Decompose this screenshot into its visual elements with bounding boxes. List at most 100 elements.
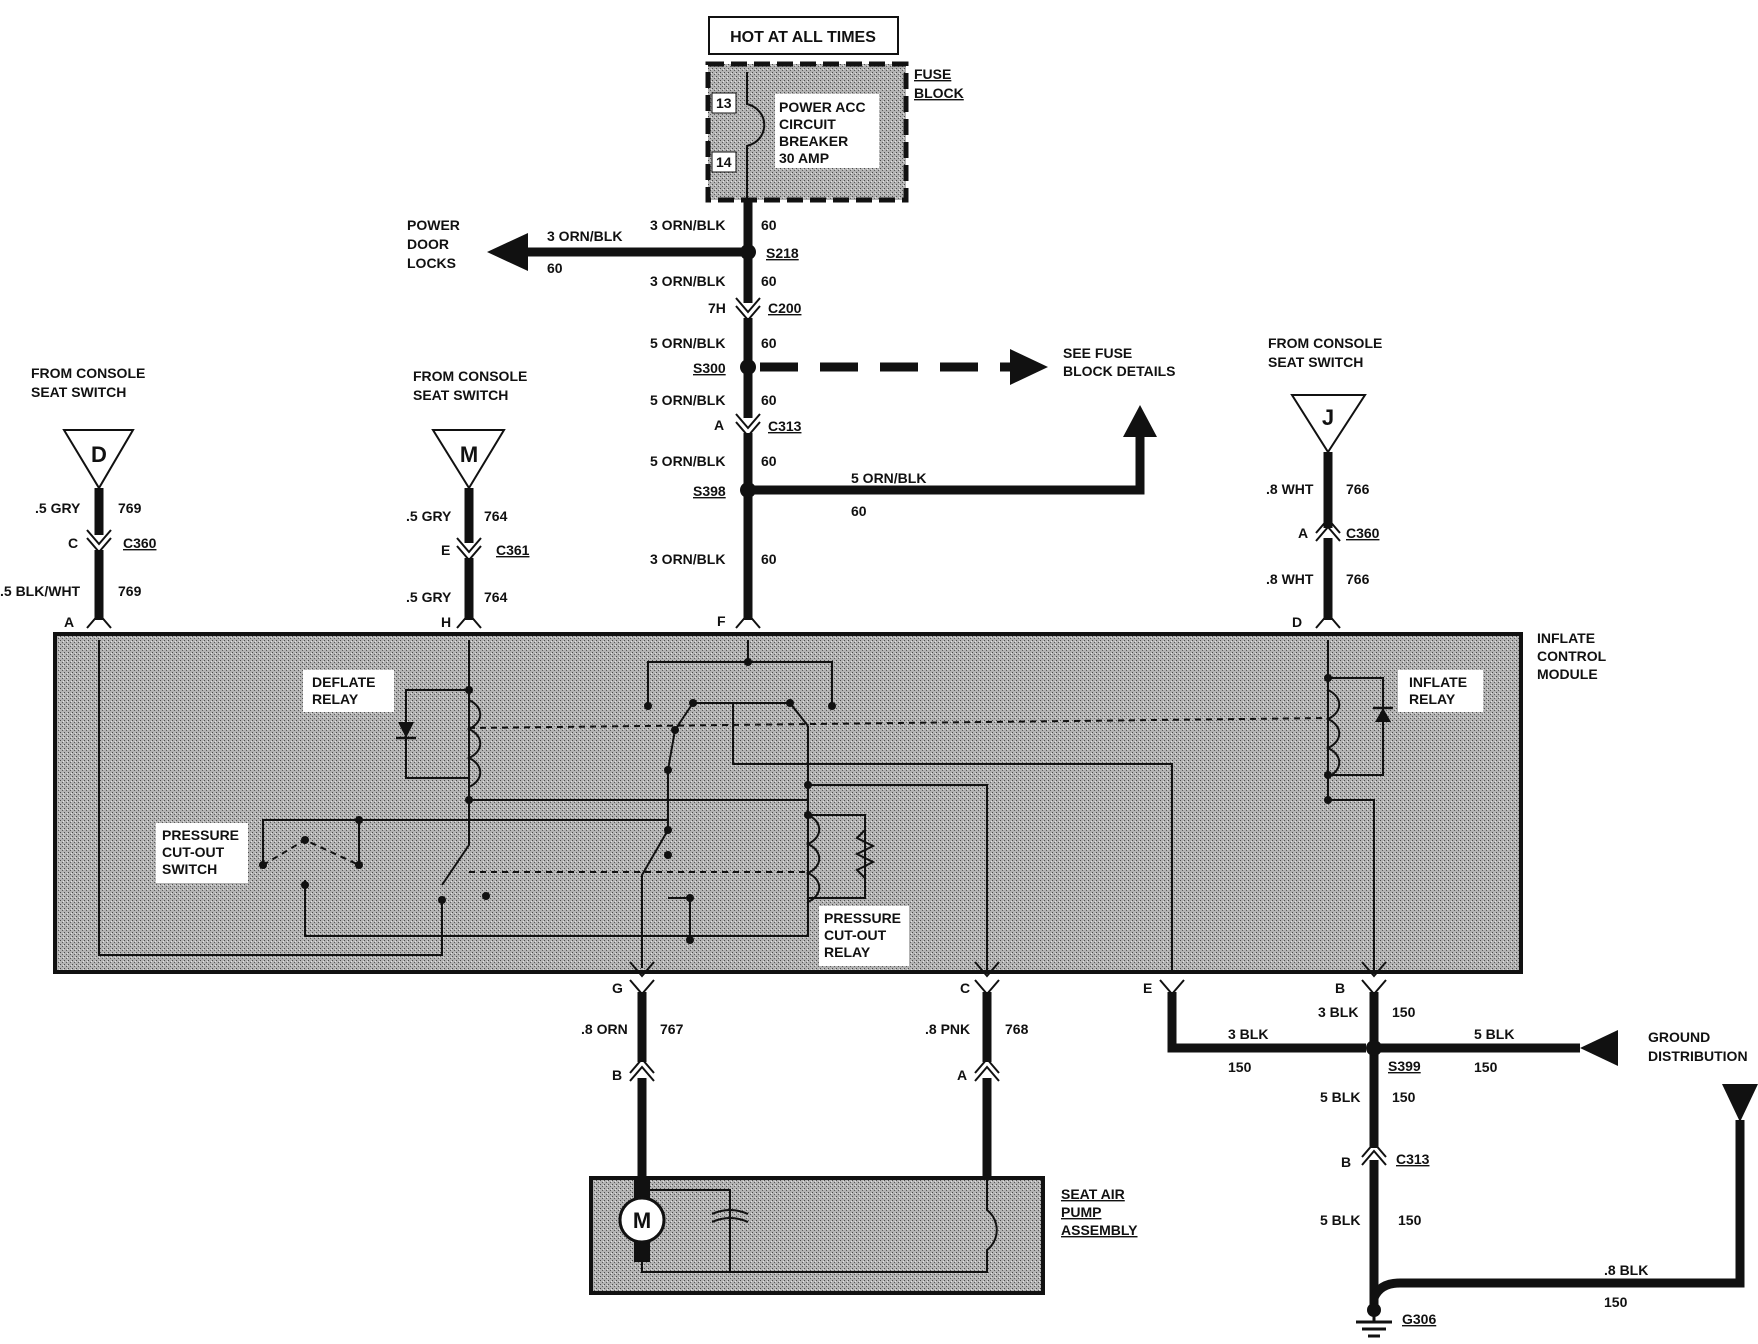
module-pin-d: D	[1292, 614, 1302, 630]
deflate-diode-icon	[398, 722, 414, 738]
power-door-locks-2: DOOR	[407, 236, 449, 252]
input-j-conn-pin: A	[1298, 525, 1308, 541]
capacitor-icon	[711, 1209, 749, 1215]
input-j-from-2: SEAT SWITCH	[1268, 354, 1363, 370]
connector-c313-top: C313	[768, 418, 802, 434]
seat-air-pump-assembly: M	[589, 1176, 1045, 1295]
input-m-wire-bottom-label: .5 GRY	[406, 589, 452, 605]
ground-dist-1: GROUND	[1648, 1029, 1710, 1045]
module-pin-g-icon	[629, 979, 655, 996]
seg1-wire: 3 ORN/BLK	[650, 217, 725, 233]
fuse-block: 13 14 POWER ACC CIRCUIT BREAKER 30 AMP	[705, 61, 909, 208]
input-m-wire-top-label: .5 GRY	[406, 508, 452, 524]
seg5-circuit: 60	[761, 453, 777, 469]
pump-pin-a-icon	[974, 1057, 1000, 1074]
power-door-locks-1: POWER	[407, 217, 460, 233]
output-c-circuit: 768	[1005, 1021, 1029, 1037]
module-pin-e: E	[1143, 980, 1152, 996]
input-m-circuit-top: 764	[484, 508, 508, 524]
input-d-connector-icon	[86, 529, 112, 546]
splice-s300: S300	[693, 360, 726, 376]
input-j-circuit-bottom: 766	[1346, 571, 1370, 587]
pressure-switch-label-2: CUT-OUT	[162, 844, 225, 860]
connector-c200: C200	[768, 300, 802, 316]
relay-linkage-top	[468, 717, 1329, 729]
arrow-left-icon	[487, 233, 528, 271]
ground-triangle-icon	[1722, 1084, 1758, 1122]
module-name-1: INFLATE	[1537, 630, 1595, 646]
module-junction-dots	[259, 658, 1332, 944]
pressure-relay-label-1: PRESSURE	[824, 910, 901, 926]
module-internal-circuit	[98, 640, 1384, 970]
fuse-pin-14: 14	[716, 154, 732, 170]
input-j-triangle-icon	[1290, 394, 1367, 454]
input-j-letter: J	[1322, 405, 1334, 430]
module-pin-d-icon	[1315, 612, 1341, 629]
pump-label-3: ASSEMBLY	[1061, 1222, 1138, 1238]
fuse-block-label-1: FUSE	[914, 66, 951, 82]
connector-c200-icon	[735, 297, 761, 314]
output-e-circuit: 150	[1228, 1059, 1252, 1075]
ground-right-circuit: 150	[1474, 1059, 1498, 1075]
ground-right-wire: 5 BLK	[1474, 1026, 1514, 1042]
input-d-from-1: FROM CONSOLE	[31, 365, 145, 381]
see-fuse-2: BLOCK DETAILS	[1063, 363, 1176, 379]
input-m-connector: C361	[496, 542, 530, 558]
module-pin-a: A	[64, 614, 74, 630]
input-m-connector-icon	[456, 537, 482, 554]
seg4-wire: 5 ORN/BLK	[650, 392, 725, 408]
pressure-relay-coil-icon	[805, 814, 821, 903]
c200-pin: 7H	[708, 300, 726, 316]
ground-seg-a-wire: 5 BLK	[1320, 1089, 1360, 1105]
module-name-3: MODULE	[1537, 666, 1598, 682]
input-d-conn-pin: C	[68, 535, 78, 551]
splice-s398: S398	[693, 483, 726, 499]
ground-circuit-label: 150	[1604, 1294, 1628, 1310]
inflate-diode-icon	[1375, 708, 1391, 722]
inflate-relay-label-2: RELAY	[1409, 691, 1456, 707]
input-m-from-2: SEAT SWITCH	[413, 387, 508, 403]
output-g-wire-label: .8 ORN	[581, 1021, 628, 1037]
seg4-circuit: 60	[761, 392, 777, 408]
input-d-triangle-icon	[62, 429, 135, 490]
splice-s300-dot	[740, 359, 756, 375]
seg6-wire: 3 ORN/BLK	[650, 551, 725, 567]
ground-point-g306: G306	[1402, 1311, 1436, 1327]
deflate-relay-label-1: DEFLATE	[312, 674, 376, 690]
output-c-wire-label: .8 PNK	[925, 1021, 970, 1037]
input-m-circuit-bottom: 764	[484, 589, 508, 605]
input-d-connector: C360	[123, 535, 157, 551]
module-pin-a-icon	[86, 612, 112, 629]
module-pin-f-icon	[735, 612, 761, 629]
breaker-label-2: CIRCUIT	[779, 116, 836, 132]
splice-s399: S399	[1388, 1058, 1421, 1074]
pump-pin-b: B	[612, 1067, 622, 1083]
branch-right-wire	[752, 436, 1145, 495]
input-j-wire-bottom-label: .8 WHT	[1266, 571, 1314, 587]
pressure-relay-label-2: CUT-OUT	[824, 927, 887, 943]
ground-seg-b-wire: 5 BLK	[1320, 1212, 1360, 1228]
pressure-switch-label-3: SWITCH	[162, 861, 217, 877]
seg2-wire: 3 ORN/BLK	[650, 273, 725, 289]
branch-right-wire-label: 5 ORN/BLK	[851, 470, 926, 486]
ground-symbol-icon	[1356, 1303, 1392, 1338]
branch-left-wire-label: 3 ORN/BLK	[547, 228, 622, 244]
input-d-from-2: SEAT SWITCH	[31, 384, 126, 400]
c313-pin-top: A	[714, 417, 724, 433]
deflate-relay-label-2: RELAY	[312, 691, 359, 707]
module-pin-g: G	[612, 980, 623, 996]
inflate-relay-coil-icon	[1325, 689, 1341, 778]
input-j-connector-icon	[1315, 517, 1341, 534]
pump-pin-b-icon	[629, 1057, 655, 1074]
module-pin-e-icon	[1159, 979, 1185, 996]
input-j-connector: C360	[1346, 525, 1380, 541]
input-m-letter: M	[460, 442, 478, 467]
motor-icon	[618, 1196, 666, 1244]
output-b-wire-label: 3 BLK	[1318, 1004, 1358, 1020]
branch-left-circuit: 60	[547, 260, 563, 276]
pump-label-2: PUMP	[1061, 1204, 1101, 1220]
pump-pin-a: A	[957, 1067, 967, 1083]
deflate-relay-coil-icon	[466, 699, 482, 788]
breaker-label-4: 30 AMP	[779, 150, 829, 166]
input-d-wire-bottom-label: .5 BLK/WHT	[0, 583, 81, 599]
